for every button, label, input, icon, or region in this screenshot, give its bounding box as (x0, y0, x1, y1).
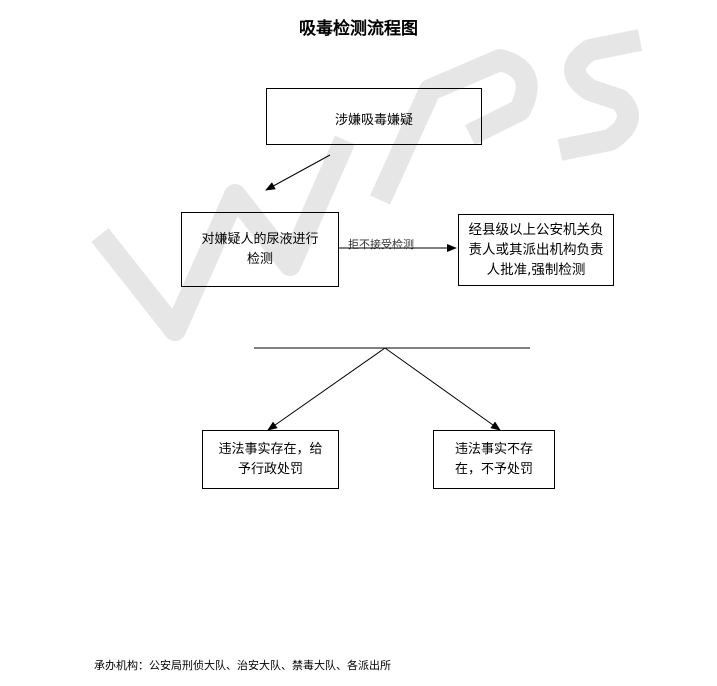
arrow-suspect-to-test (265, 154, 331, 191)
node-forced-test: 经县级以上公安机关负责人或其派出机构负责人批准,强制检测 (458, 214, 614, 286)
node-no-violation-text: 违法事实不存在，不予处罚 (454, 441, 533, 477)
node-suspect: 涉嫌吸毒嫌疑 (266, 88, 482, 145)
node-forced-test-text: 经县级以上公安机关负责人或其派出机构负责人批准,强制检测 (468, 222, 604, 278)
edge-label-refuse: 拒不接受检测 (348, 238, 414, 251)
node-suspect-text: 涉嫌吸毒嫌疑 (334, 112, 413, 128)
arrow-to-no-violation (384, 347, 501, 431)
wps-watermark (91, 29, 643, 341)
node-urine-test: 对嫌疑人的尿液进行检测 (181, 212, 339, 287)
page-title: 吸毒检测流程图 (299, 19, 418, 39)
arrow-to-violation (267, 347, 386, 431)
node-violation-text: 违法事实存在，给予行政处罚 (218, 441, 323, 477)
node-violation: 违法事实存在，给予行政处罚 (202, 430, 339, 489)
node-no-violation: 违法事实不存在，不予处罚 (433, 430, 555, 489)
node-urine-test-text: 对嫌疑人的尿液进行检测 (201, 231, 319, 267)
footer-agencies: 承办机构：公安局刑侦大队、治安大队、禁毒大队、各派出所 (94, 659, 391, 672)
